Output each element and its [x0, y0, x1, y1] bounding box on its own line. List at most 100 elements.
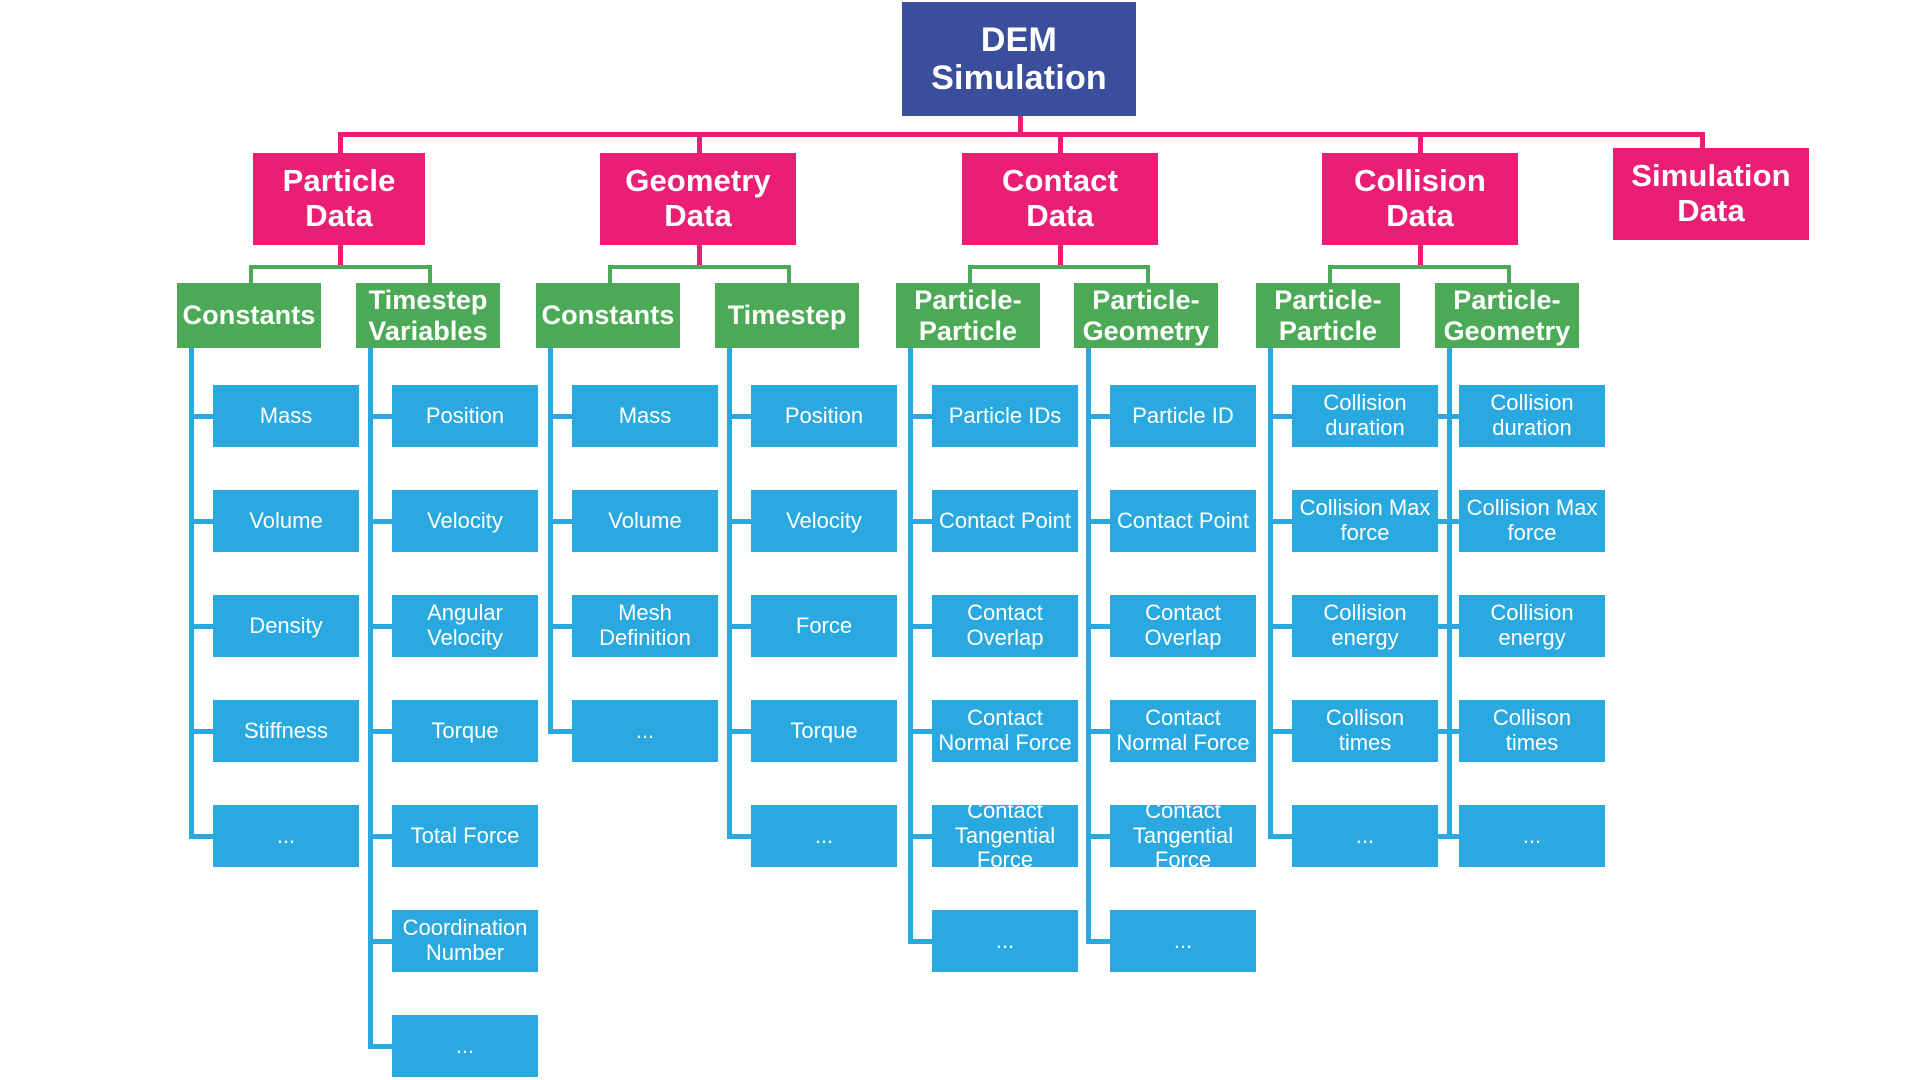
leaf-node[interactable]: Position — [751, 385, 897, 447]
leaf-node[interactable]: Velocity — [751, 490, 897, 552]
connector-tick — [908, 414, 932, 419]
level2-node-geometry-constants[interactable]: Constants — [536, 283, 680, 348]
connector-collision-stem — [1418, 245, 1423, 267]
connector-collision-drop-pp — [1328, 265, 1332, 283]
leaf-node[interactable]: Velocity — [392, 490, 538, 552]
connector-contact-stem — [1058, 245, 1063, 267]
connector-tick — [1086, 939, 1110, 944]
leaf-node[interactable]: Collision energy — [1459, 595, 1605, 657]
level2-node-particle-timestep-variables[interactable]: Timestep Variables — [356, 283, 500, 348]
level1-node-contact-data[interactable]: Contact Data — [962, 153, 1158, 245]
connector-tick — [1435, 834, 1459, 839]
connector-root-stem — [1018, 115, 1023, 137]
level2-node-collision-particle-particle[interactable]: Particle- Particle — [1256, 283, 1400, 348]
level2-node-contact-particle-geometry[interactable]: Particle- Geometry — [1074, 283, 1218, 348]
leaf-node[interactable]: Collision duration — [1459, 385, 1605, 447]
connector-contact-drop-pp — [968, 265, 972, 283]
leaf-node[interactable]: Contact Point — [932, 490, 1078, 552]
spine-geometry-timestep — [727, 348, 732, 836]
level2-node-contact-particle-particle[interactable]: Particle- Particle — [896, 283, 1040, 348]
spine-collision-pp — [1268, 348, 1273, 836]
connector-tick — [1086, 519, 1110, 524]
leaf-node[interactable]: Mass — [572, 385, 718, 447]
leaf-node[interactable]: Collision energy — [1292, 595, 1438, 657]
root-node-dem-simulation[interactable]: DEM Simulation — [902, 2, 1136, 116]
leaf-node[interactable]: Volume — [213, 490, 359, 552]
leaf-node[interactable]: Collision Max force — [1292, 490, 1438, 552]
level2-node-geometry-timestep[interactable]: Timestep — [715, 283, 859, 348]
leaf-node[interactable]: Stiffness — [213, 700, 359, 762]
leaf-node[interactable]: Collison times — [1459, 700, 1605, 762]
leaf-node[interactable]: Density — [213, 595, 359, 657]
leaf-node[interactable]: Particle ID — [1110, 385, 1256, 447]
spine-collision-pg — [1447, 348, 1452, 836]
leaf-node[interactable]: Contact Overlap — [1110, 595, 1256, 657]
level1-node-particle-data[interactable]: Particle Data — [253, 153, 425, 245]
connector-geometry-bus — [608, 265, 791, 269]
leaf-node[interactable]: Contact Tangential Force — [1110, 798, 1256, 872]
leaf-node[interactable]: Mass — [213, 385, 359, 447]
connector-geometry-drop-timestep — [787, 265, 791, 283]
connector-level1-bus — [338, 132, 1705, 137]
leaf-node[interactable]: Contact Overlap — [932, 595, 1078, 657]
leaf-node[interactable]: Collision Max force — [1459, 490, 1605, 552]
leaf-node[interactable]: ... — [751, 805, 897, 867]
leaf-node[interactable]: Force — [751, 595, 897, 657]
leaf-node[interactable]: ... — [1292, 805, 1438, 867]
connector-tick — [368, 519, 392, 524]
leaf-node[interactable]: ... — [213, 805, 359, 867]
connector-tick — [1268, 834, 1292, 839]
leaf-node[interactable]: Total Force — [392, 805, 538, 867]
connector-collision-bus — [1328, 265, 1511, 269]
connector-tick — [368, 729, 392, 734]
connector-tick — [1086, 414, 1110, 419]
connector-tick — [189, 519, 213, 524]
connector-tick — [1435, 729, 1459, 734]
leaf-node[interactable]: ... — [932, 910, 1078, 972]
level1-node-collision-data[interactable]: Collision Data — [1322, 153, 1518, 245]
leaf-node[interactable]: Coordination Number — [392, 910, 538, 972]
connector-level1-drop-particle — [338, 132, 343, 157]
level2-node-particle-constants[interactable]: Constants — [177, 283, 321, 348]
spine-contact-pg — [1086, 348, 1091, 941]
leaf-node[interactable]: Collision duration — [1292, 385, 1438, 447]
leaf-node[interactable]: ... — [392, 1015, 538, 1077]
level1-node-geometry-data[interactable]: Geometry Data — [600, 153, 796, 245]
spine-particle-timestep — [368, 348, 373, 1046]
spine-particle-constants — [189, 348, 194, 836]
connector-tick — [908, 624, 932, 629]
connector-tick — [1268, 624, 1292, 629]
connector-geometry-drop-constants — [608, 265, 612, 283]
connector-particle-stem — [338, 245, 343, 267]
leaf-node[interactable]: ... — [1459, 805, 1605, 867]
leaf-node[interactable]: Contact Point — [1110, 490, 1256, 552]
connector-level1-drop-collision — [1418, 132, 1423, 157]
connector-tick — [908, 834, 932, 839]
leaf-node[interactable]: ... — [1110, 910, 1256, 972]
leaf-node[interactable]: Volume — [572, 490, 718, 552]
leaf-node[interactable]: Collison times — [1292, 700, 1438, 762]
connector-tick — [1435, 414, 1459, 419]
leaf-node[interactable]: Angular Velocity — [392, 595, 538, 657]
connector-contact-drop-pg — [1146, 265, 1150, 283]
leaf-node[interactable]: Torque — [392, 700, 538, 762]
leaf-node[interactable]: ... — [572, 700, 718, 762]
leaf-node[interactable]: Contact Normal Force — [932, 700, 1078, 762]
connector-tick — [908, 519, 932, 524]
level2-node-collision-particle-geometry[interactable]: Particle- Geometry — [1435, 283, 1579, 348]
spine-contact-pp — [908, 348, 913, 941]
leaf-node[interactable]: Contact Tangential Force — [932, 798, 1078, 872]
leaf-node[interactable]: Particle IDs — [932, 385, 1078, 447]
connector-tick — [727, 624, 751, 629]
connector-tick — [189, 834, 213, 839]
leaf-node[interactable]: Torque — [751, 700, 897, 762]
connector-tick — [189, 729, 213, 734]
connector-tick — [548, 624, 572, 629]
level1-node-simulation-data[interactable]: Simulation Data — [1613, 148, 1809, 240]
connector-tick — [908, 729, 932, 734]
connector-tick — [368, 1044, 392, 1049]
leaf-node[interactable]: Position — [392, 385, 538, 447]
leaf-node[interactable]: Contact Normal Force — [1110, 700, 1256, 762]
leaf-node[interactable]: Mesh Definition — [572, 595, 718, 657]
